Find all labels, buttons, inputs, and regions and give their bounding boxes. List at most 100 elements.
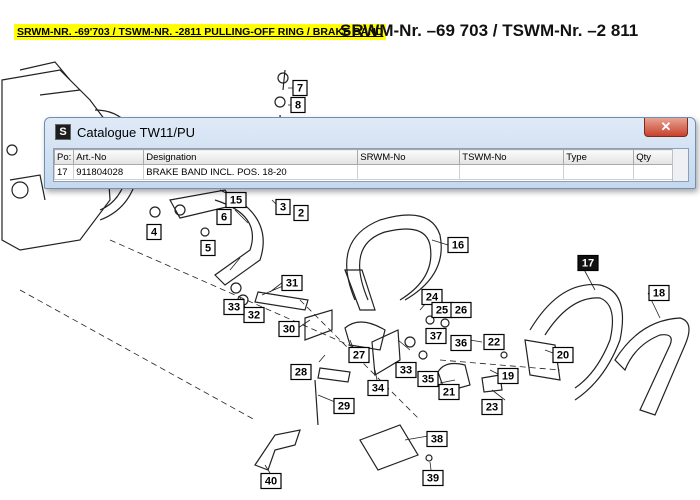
callout-21[interactable]: 21 <box>438 383 460 401</box>
catalogue-table-panel: Po: Art.-No Designation SRWM-No TSWM-No … <box>53 148 689 182</box>
callout-16[interactable]: 16 <box>447 236 469 254</box>
callout-label: 37 <box>430 331 442 343</box>
callout-6[interactable]: 6 <box>216 208 232 226</box>
callout-17[interactable]: 17 <box>577 254 599 272</box>
catalogue-window[interactable]: S Catalogue TW11/PU ✕ Po: Art.-No Design… <box>44 117 696 189</box>
window-title: Catalogue TW11/PU <box>77 124 196 140</box>
callout-label: 33 <box>400 365 412 377</box>
callout-22[interactable]: 22 <box>483 333 505 351</box>
brake-lever <box>214 189 264 286</box>
close-button[interactable]: ✕ <box>644 118 688 137</box>
callout-27[interactable]: 27 <box>348 346 370 364</box>
callout-label: 40 <box>265 476 277 488</box>
brake-band-16 <box>346 214 442 301</box>
callout-23[interactable]: 23 <box>481 398 503 416</box>
callout-2[interactable]: 2 <box>293 204 309 222</box>
cell-art-no[interactable]: 911804028 <box>73 164 145 180</box>
cell-tswm-no[interactable] <box>459 164 565 180</box>
callout-label: 32 <box>248 310 260 322</box>
callout-label: 23 <box>486 402 498 414</box>
callout-36[interactable]: 36 <box>450 334 472 352</box>
catalogue-table: Po: Art.-No Designation SRWM-No TSWM-No … <box>53 149 675 180</box>
callout-40[interactable]: 40 <box>260 472 282 490</box>
link-plate <box>304 309 333 341</box>
callout-label: 28 <box>295 367 307 379</box>
callout-label: 36 <box>455 338 467 350</box>
callout-28[interactable]: 28 <box>290 363 312 381</box>
callout-37[interactable]: 37 <box>425 327 447 345</box>
callout-label: 15 <box>230 195 242 207</box>
callout-5[interactable]: 5 <box>200 239 216 257</box>
callout-33a[interactable]: 33 <box>223 298 245 316</box>
col-header-qty[interactable]: Qty <box>633 149 675 165</box>
callout-32[interactable]: 32 <box>243 306 265 324</box>
col-header-type[interactable]: Type <box>563 149 635 165</box>
callout-label: 31 <box>286 278 298 290</box>
callout-7[interactable]: 7 <box>292 79 308 97</box>
col-header-designation[interactable]: Designation <box>143 149 359 165</box>
callout-8[interactable]: 8 <box>290 96 306 114</box>
table-row[interactable]: 17 911804028 BRAKE BAND INCL. POS. 18-20 <box>53 164 675 180</box>
bracket-part <box>254 429 301 471</box>
callout-label: 5 <box>205 243 211 255</box>
drawing-title: SRWM-Nr. –69 703 / TSWM-Nr. –2 811 <box>340 21 639 40</box>
callout-39[interactable]: 39 <box>422 469 444 487</box>
window-titlebar[interactable]: S Catalogue TW11/PU <box>55 121 195 143</box>
callout-35[interactable]: 35 <box>417 370 439 388</box>
callout-label: 2 <box>298 208 304 220</box>
callout-label: 18 <box>653 288 665 300</box>
callout-label: 20 <box>557 350 569 362</box>
col-header-pos[interactable]: Po: <box>53 149 75 165</box>
callout-18[interactable]: 18 <box>648 284 670 302</box>
callout-34[interactable]: 34 <box>367 379 389 397</box>
table-header-row: Po: Art.-No Designation SRWM-No TSWM-No … <box>53 149 675 165</box>
callout-30[interactable]: 30 <box>278 320 300 338</box>
brake-band-17 <box>529 283 624 401</box>
callout-4[interactable]: 4 <box>146 223 162 241</box>
callout-33b[interactable]: 33 <box>395 361 417 379</box>
brake-band-18 <box>614 317 690 416</box>
callout-24[interactable]: 24 <box>421 288 443 306</box>
col-header-art-no[interactable]: Art.-No <box>73 149 145 165</box>
callout-29[interactable]: 29 <box>333 397 355 415</box>
callout-label: 4 <box>151 227 158 239</box>
callout-label: 6 <box>221 212 227 224</box>
app-logo-icon: S <box>55 124 71 140</box>
callout-15[interactable]: 15 <box>225 191 247 209</box>
callout-label: 19 <box>502 371 514 383</box>
cover-plate <box>359 424 419 471</box>
callout-label: 33 <box>228 302 240 314</box>
vertical-scrollbar[interactable] <box>672 149 688 181</box>
callout-label: 24 <box>426 292 439 304</box>
callout-label: 8 <box>295 100 301 112</box>
callout-label: 21 <box>443 387 455 399</box>
cell-pos[interactable]: 17 <box>53 164 75 180</box>
callout-label: 27 <box>353 350 365 362</box>
cell-srwm-no[interactable] <box>357 164 461 180</box>
highlighted-part-title: SRWM-NR. -69'703 / TSWM-NR. -2811 PULLIN… <box>14 24 387 40</box>
callout-3[interactable]: 3 <box>275 198 291 216</box>
col-header-tswm-no[interactable]: TSWM-No <box>459 149 565 165</box>
callout-label: 7 <box>297 83 303 95</box>
callout-label: 16 <box>452 240 464 252</box>
callout-label: 39 <box>427 473 439 485</box>
callout-label: 30 <box>283 324 295 336</box>
cell-qty[interactable] <box>633 164 675 180</box>
callout-26[interactable]: 26 <box>450 301 472 319</box>
callout-label: 34 <box>372 383 385 395</box>
callout-label: 17 <box>582 258 594 270</box>
cell-type[interactable] <box>563 164 635 180</box>
callout-19[interactable]: 19 <box>497 367 519 385</box>
callout-20[interactable]: 20 <box>552 346 574 364</box>
callout-31[interactable]: 31 <box>281 274 303 292</box>
callout-label: 3 <box>280 202 286 214</box>
callout-label: 26 <box>455 305 467 317</box>
callout-25[interactable]: 25 <box>431 301 453 319</box>
col-header-srwm-no[interactable]: SRWM-No <box>357 149 461 165</box>
callout-label: 38 <box>431 434 443 446</box>
callout-label: 35 <box>422 374 434 386</box>
cell-designation[interactable]: BRAKE BAND INCL. POS. 18-20 <box>143 164 359 180</box>
callout-38[interactable]: 38 <box>426 430 448 448</box>
callout-label: 29 <box>338 401 350 413</box>
